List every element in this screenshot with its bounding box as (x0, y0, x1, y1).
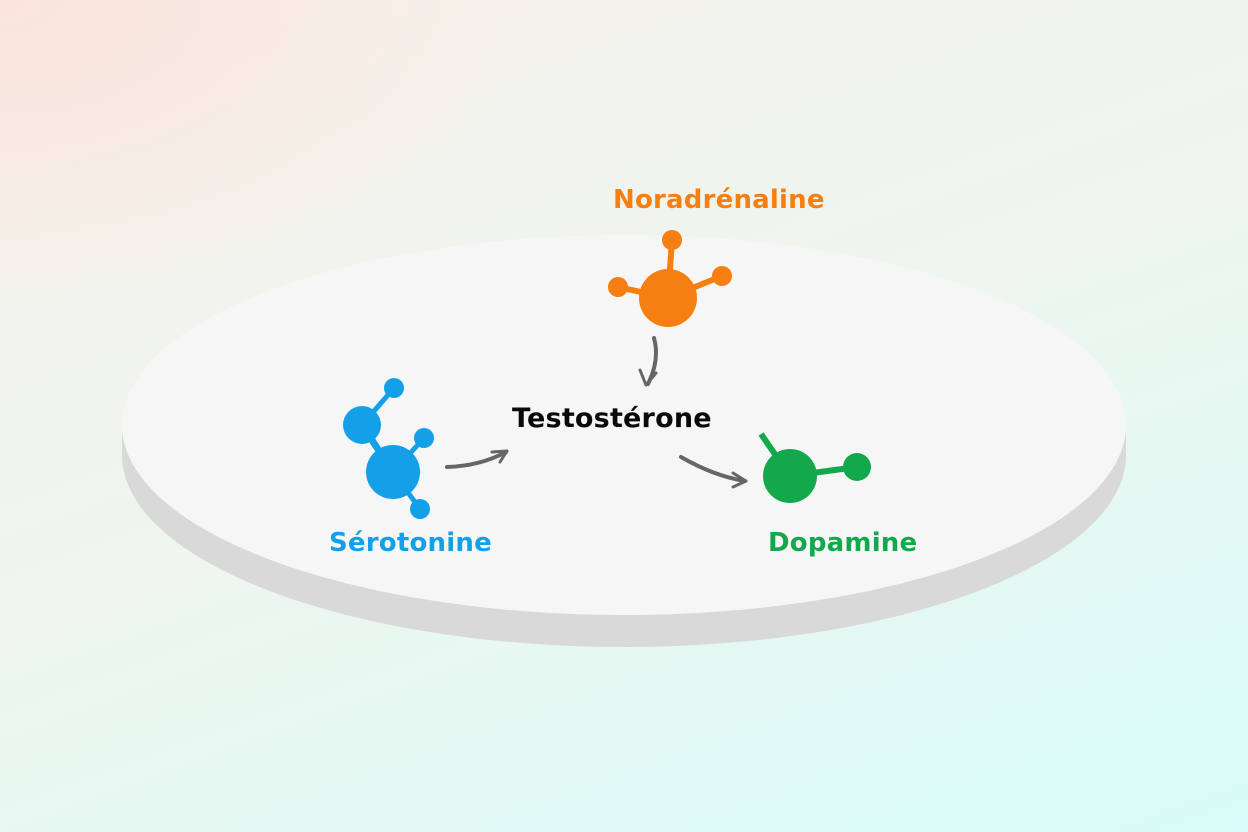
platform (122, 235, 1126, 647)
label-noradrenaline: Noradrénaline (613, 185, 825, 215)
arrow-testosterone-to-dopamine (679, 455, 748, 489)
arrow-noradrenaline-to-testosterone (638, 336, 658, 387)
dopamine-molecule-icon (758, 432, 871, 503)
label-testosterone: Testostérone (512, 403, 712, 434)
label-serotonine: Sérotonine (329, 528, 492, 558)
platform-top (122, 235, 1126, 615)
noradrenaline-molecule-icon (608, 230, 732, 327)
serotonine-molecule-icon (343, 378, 434, 519)
label-dopamine: Dopamine (768, 528, 918, 558)
arrow-serotonine-to-testosterone (445, 449, 509, 469)
